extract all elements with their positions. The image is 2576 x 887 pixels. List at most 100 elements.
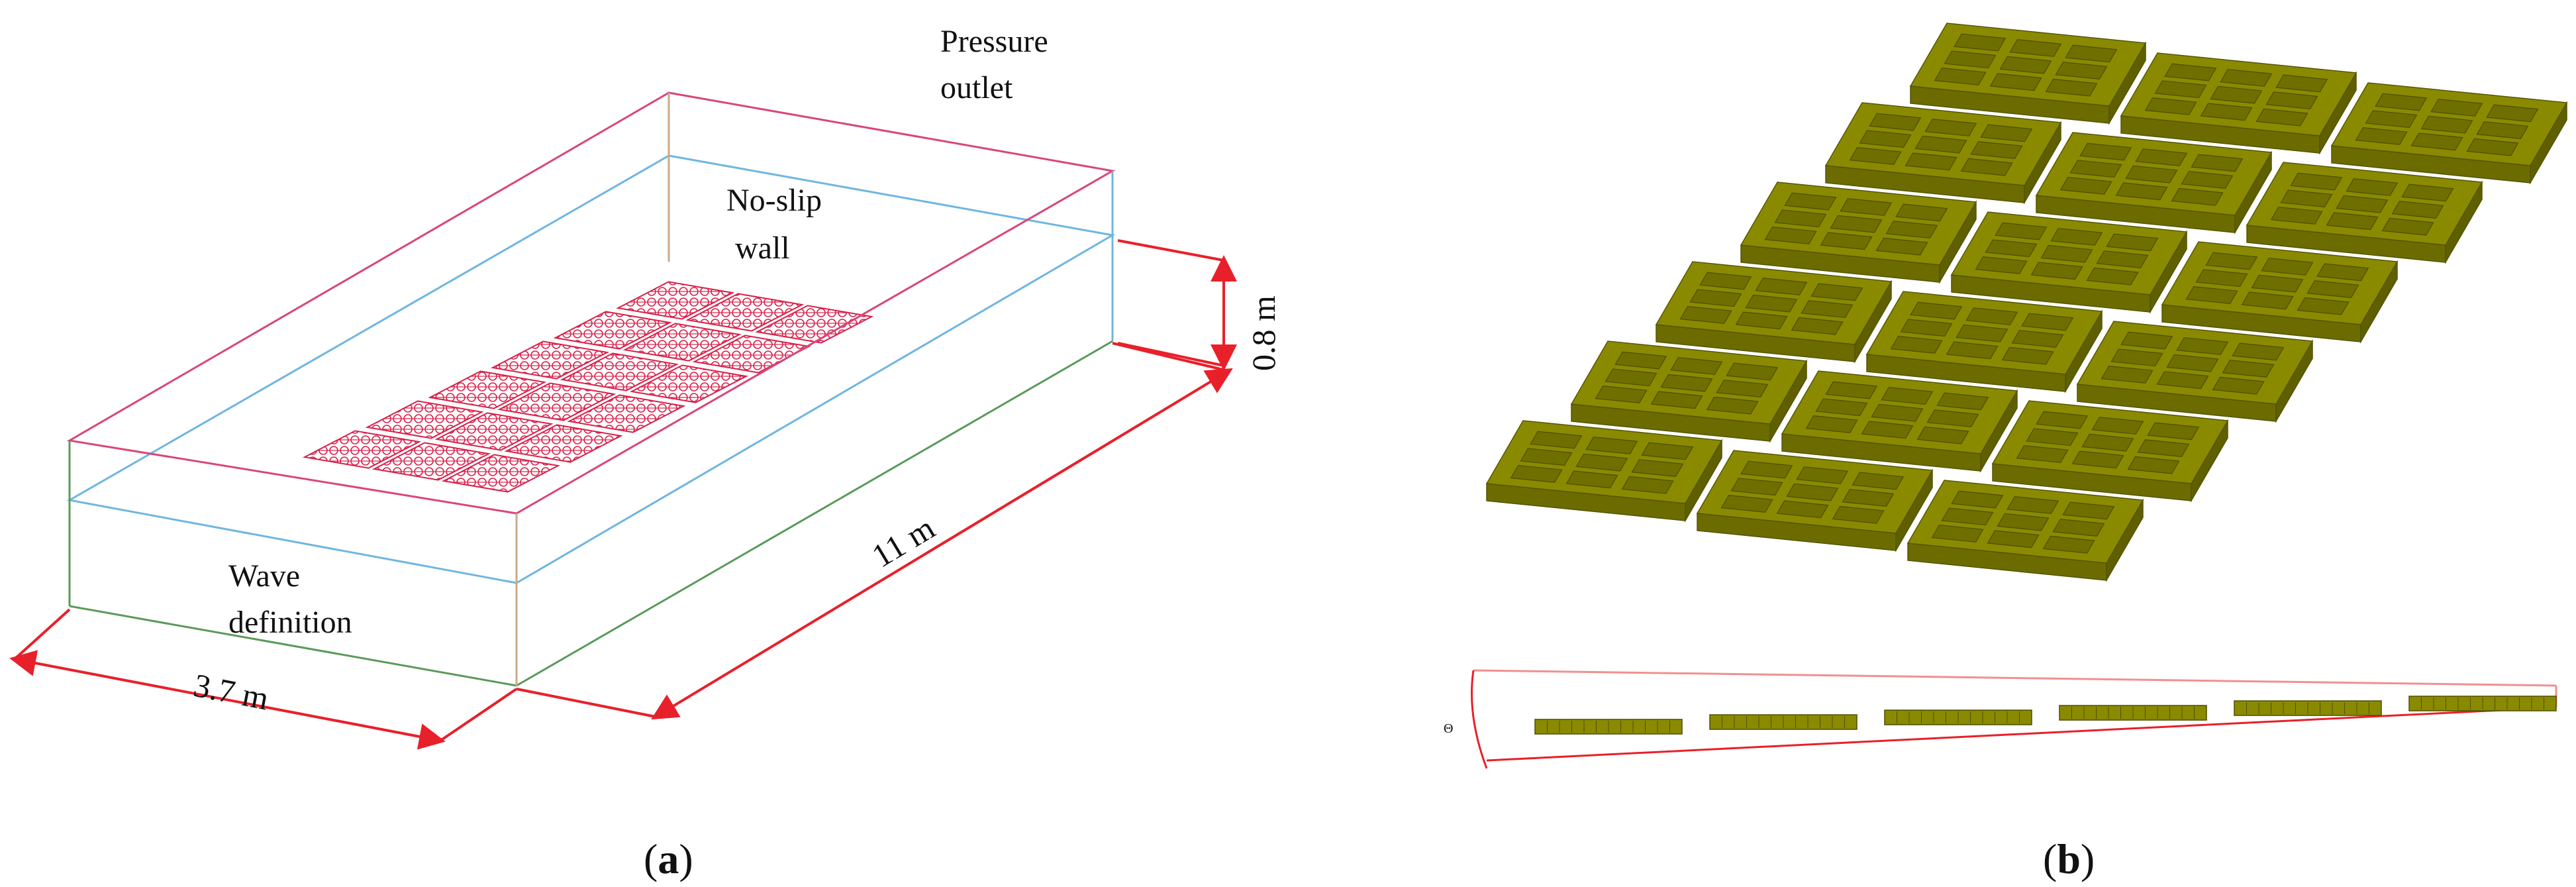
module-cell — [1585, 437, 1638, 454]
mesh-module — [365, 400, 484, 439]
module-cell — [2222, 360, 2275, 378]
module-cell — [2326, 212, 2379, 231]
module-cell — [1745, 294, 1798, 313]
module-cell — [2365, 110, 2418, 129]
module-cell — [2297, 297, 2350, 315]
module-cell — [2316, 263, 2369, 282]
module-cell — [1520, 448, 1573, 466]
module — [2035, 132, 2273, 235]
module-cell — [1999, 56, 2052, 74]
side-view-bottom-line — [1486, 706, 2557, 762]
side-module — [2234, 700, 2382, 716]
module-cell — [1716, 380, 1769, 397]
module-cell — [2280, 189, 2333, 208]
module-cell — [2261, 258, 2314, 276]
caption-b: (b) — [2043, 835, 2095, 882]
module-cell — [2375, 93, 2428, 111]
module-cell — [1946, 341, 1999, 360]
module-cell — [1936, 392, 1989, 411]
module-cell — [1810, 283, 1863, 301]
module-cell — [2486, 104, 2539, 123]
module — [1781, 370, 2018, 473]
module-cell — [1660, 374, 1713, 392]
module-cell — [1916, 426, 1969, 444]
module-cell — [2011, 330, 2064, 348]
module-cell — [1989, 73, 2042, 91]
module-cell — [1852, 472, 1905, 490]
module-cell — [2021, 313, 2074, 331]
module-cell — [2171, 187, 2224, 206]
module-cell — [1997, 513, 2050, 531]
module — [1696, 450, 1934, 552]
tank-vertical-edges — [68, 93, 1114, 686]
mesh-module — [685, 293, 805, 332]
module — [1907, 480, 2144, 582]
module-cell — [2195, 269, 2248, 287]
module — [2246, 162, 2483, 264]
module-cell — [2079, 142, 2132, 161]
label-noslip-wall-line2: wall — [735, 231, 790, 266]
caption-a-close: ) — [679, 835, 693, 882]
module-cell — [1840, 198, 1893, 216]
mesh-module — [372, 442, 491, 481]
module-cell — [2191, 154, 2244, 172]
module-cell — [2059, 176, 2112, 195]
module-cell — [1924, 119, 1977, 136]
module-cell — [2220, 69, 2273, 87]
module-cell — [2091, 417, 2144, 435]
module-cell — [2042, 535, 2095, 554]
module-cell — [1995, 222, 2048, 240]
module-cell — [1861, 421, 1914, 439]
module-cell — [1832, 505, 1885, 524]
module-cell — [2430, 99, 2483, 117]
module-cell — [2050, 228, 2103, 246]
label-wave-definition-line2: definition — [228, 605, 352, 640]
module-cell — [2144, 97, 2197, 115]
dim-length-ext-far — [1112, 342, 1229, 372]
module-cell — [1825, 381, 1878, 399]
module-grid — [1485, 23, 2568, 582]
module-cell — [1842, 489, 1895, 507]
module-cell — [1926, 409, 1979, 427]
module — [2161, 241, 2399, 344]
module-cell — [2016, 444, 2069, 463]
module-cell — [1631, 459, 1684, 477]
caption-b-letter: b — [2057, 835, 2081, 882]
caption-a: (a) — [644, 835, 693, 882]
module-cell — [2200, 103, 2253, 121]
module-cell — [2381, 217, 2434, 236]
module-cell — [1801, 300, 1854, 318]
label-pressure-outlet-line1: Pressure — [940, 24, 1048, 59]
module-cell — [2055, 62, 2108, 79]
module-cell — [2071, 450, 2124, 469]
caption-b-open: ( — [2043, 835, 2057, 882]
module-cell — [2086, 267, 2139, 286]
module-cell — [1726, 362, 1779, 381]
module-cell — [2137, 439, 2190, 457]
side-module — [1884, 709, 2032, 725]
module-cell — [2069, 160, 2122, 178]
module-cell — [1849, 146, 1902, 165]
module-cell — [1740, 460, 1793, 479]
module-cell — [2096, 250, 2149, 268]
module-cell — [1605, 368, 1658, 387]
module-cell — [2306, 280, 2359, 298]
module-cell — [2476, 121, 2529, 139]
module-cell — [1875, 237, 1928, 256]
module — [1740, 182, 1977, 284]
module-cell — [2120, 331, 2173, 350]
module-cell — [2232, 342, 2285, 361]
module — [1570, 340, 1808, 443]
module-cell — [1885, 221, 1938, 238]
module-cell — [1951, 490, 2004, 509]
module-cell — [2212, 376, 2265, 395]
mesh-module — [622, 323, 742, 362]
module-cell — [2040, 244, 2093, 263]
module-cell — [2062, 501, 2115, 520]
module-cell — [2410, 132, 2463, 151]
module-cell — [1987, 530, 2040, 548]
module — [1865, 291, 2103, 393]
side-module — [2408, 696, 2557, 711]
module-cell — [1914, 135, 1967, 154]
